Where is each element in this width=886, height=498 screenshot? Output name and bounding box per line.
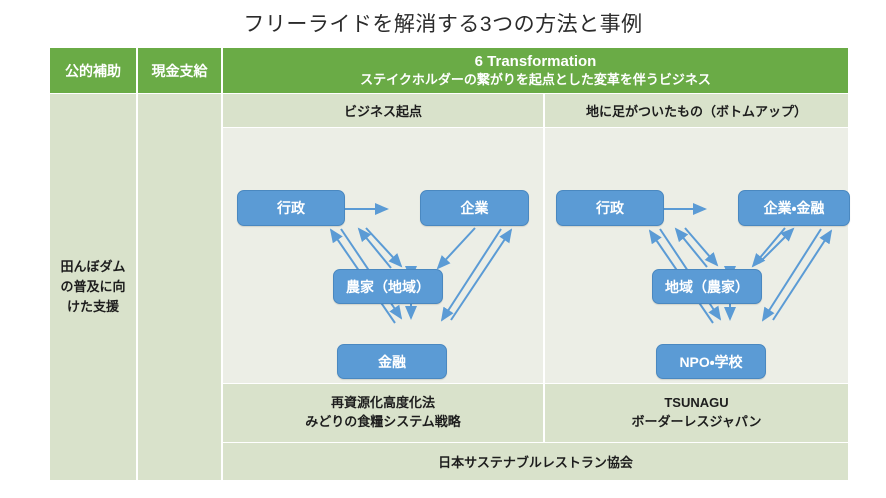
gridline-header-bottom1 [50,93,136,94]
node-right-gyousei[interactable]: 行政 [556,190,664,226]
subheader-row: ビジネス起点 地に足がついたもの（ボトムアップ） [223,94,848,127]
gridline-col2 [221,48,223,480]
diagram-bottom-up: 行政 企業・金融 地域（農家） NPO・学校 [545,128,850,383]
footer-row: 再資源化高度化法 みどりの食糧システム戦略 TSUNAGU ボーダーレスジャパン… [223,384,848,480]
node-left-nouka[interactable]: 農家（地域） [333,269,443,304]
cell-public-subsidy-text: 田んぼダムの普及に向けた支援 [60,258,126,315]
table-header-row: 公的補助 現金支給 6 Transformation ステイクホルダーの繋がりを… [50,48,848,93]
gridline-center-upper [543,94,545,383]
subheader-bottom-up: 地に足がついたもの（ボトムアップ） [545,94,848,127]
footer-right-line1: TSUNAGU [664,395,729,411]
header-cell-transformation: 6 Transformation ステイクホルダーの繋がりを起点とした変革を伴う… [223,48,848,93]
cell-public-subsidy-body: 田んぼダムの普及に向けた支援 [50,94,136,480]
header-transformation-title: 6 Transformation [474,53,597,70]
header-transformation-subtitle: ステイクホルダーの繋がりを起点とした変革を伴うビジネス [360,71,711,87]
node-right-kigyou-kinyuu[interactable]: 企業・金融 [738,190,850,226]
header-cell-cash-payment: 現金支給 [138,48,221,93]
node-right-npo-gakkou[interactable]: NPO・学校 [656,344,766,379]
diagram-business-origin: 行政 企業 農家（地域） 金融 [223,128,543,383]
matrix-table: 公的補助 現金支給 6 Transformation ステイクホルダーの繋がりを… [50,48,850,480]
footer-span-association: 日本サステナブルレストラン協会 [223,443,848,480]
node-right-chiiki[interactable]: 地域（農家） [652,269,762,304]
cell-cash-payment-body [138,94,221,480]
page-title: フリーライドを解消する3つの方法と事例 [243,13,643,36]
gridline-header-bottom2 [138,93,221,94]
gridline-col1 [136,48,138,480]
gridline-subheader-bottom [223,127,848,128]
gridline-footer-top [223,383,848,384]
node-left-gyousei[interactable]: 行政 [237,190,345,226]
node-left-kigyou[interactable]: 企業 [420,190,529,226]
diagram-row: 行政 企業 農家（地域） 金融 [223,128,850,383]
node-left-kinyuu[interactable]: 金融 [337,344,447,379]
gridline-header-bottom [223,93,848,94]
footer-left-line1: 再資源化高度化法 [330,395,435,411]
footer-divider [543,384,545,442]
footer-left-line2: みどりの食糧システム戦略 [305,414,461,429]
header-cell-public-subsidy: 公的補助 [50,48,136,93]
footer-left-examples: 再資源化高度化法 みどりの食糧システム戦略 [223,384,543,442]
footer-right-line2: ボーダーレスジャパン [631,414,762,429]
footer-right-examples: TSUNAGU ボーダーレスジャパン [545,384,848,442]
subheader-business-origin: ビジネス起点 [223,94,543,127]
